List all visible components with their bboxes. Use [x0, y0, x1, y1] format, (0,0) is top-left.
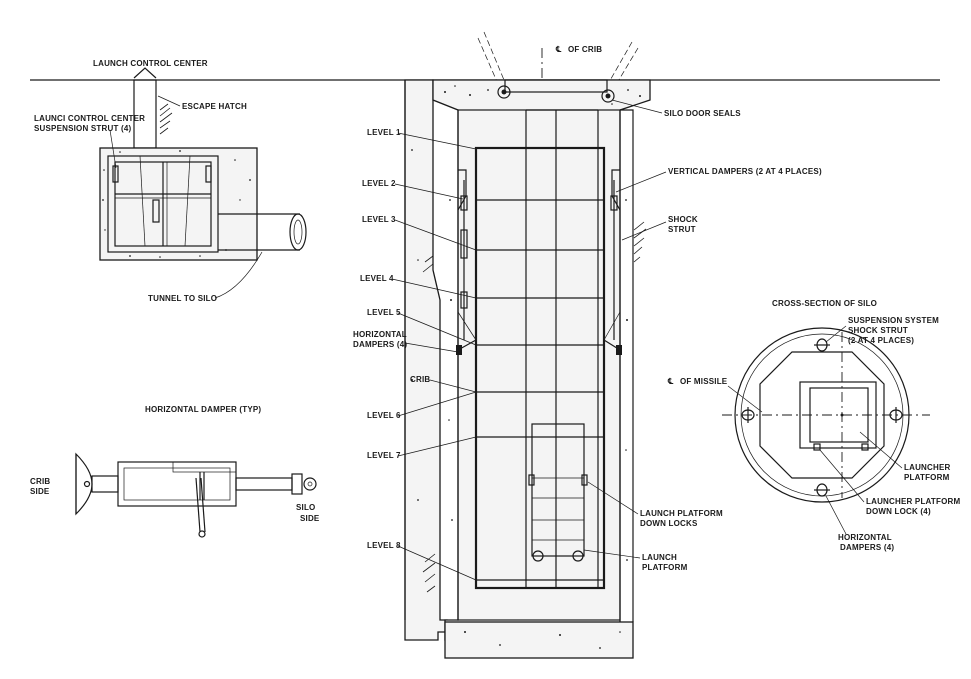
crib-frame: [474, 146, 606, 590]
escape-hatch-label: ESCAPE HATCH: [182, 102, 247, 111]
soil-hatching: [159, 103, 173, 135]
level-8-label: LEVEL 8: [367, 541, 401, 550]
launch-control-center-drawing: LAUNCH CONTROL CENTER: [34, 59, 307, 303]
silo-side-label-2: SIDE: [300, 514, 320, 523]
launch-platform-label-2: PLATFORM: [642, 563, 688, 572]
launcher-downlock-label-1: LAUNCHER PLATFORM: [866, 497, 960, 506]
centerline-crib-label: OF CRIB: [568, 45, 602, 54]
suspension-system-label-3: (2 AT 4 PLACES): [848, 336, 914, 345]
launch-control-center-title: LAUNCH CONTROL CENTER: [93, 59, 208, 68]
soil-hatching-right: [633, 221, 647, 263]
suspension-system-label-2: SHOCK STRUT: [848, 326, 908, 335]
launch-platform-label-1: LAUNCH: [642, 553, 677, 562]
level-4-label: LEVEL 4: [360, 274, 394, 283]
cross-section-struts: [741, 338, 903, 497]
suspension-strut-label-2: SUSPENSION STRUT (4): [34, 124, 131, 133]
launcher-platform-label-1: LAUNCHER: [904, 463, 951, 472]
shock-strut-label-1: SHOCK: [668, 215, 698, 224]
cross-horizontal-dampers-label-2: DAMPERS (4): [840, 543, 894, 552]
missile-centerline-symbol: ℄: [667, 377, 674, 386]
launcher-downlock-label-2: DOWN LOCK (4): [866, 507, 931, 516]
silo-side-label-1: SILO: [296, 503, 315, 512]
cross-section-title: CROSS-SECTION OF SILO: [772, 299, 877, 308]
vertical-dampers-label: VERTICAL DAMPERS (2 AT 4 PLACES): [668, 167, 822, 176]
suspension-system-label-1: SUSPENSION SYSTEM: [848, 316, 939, 325]
silo-section: ℄ OF CRIB: [353, 31, 822, 659]
crib-side-label-1: CRIB: [30, 477, 50, 486]
shock-strut-label-2: STRUT: [668, 225, 696, 234]
level-7-label: LEVEL 7: [367, 451, 401, 460]
silo-door-seals-label: SILO DOOR SEALS: [664, 109, 741, 118]
launch-platform-down-locks-label-2: DOWN LOCKS: [640, 519, 698, 528]
suspension-strut-label-1: LAUNCI CONTROL CENTER: [34, 114, 145, 123]
missile-centerline-label: OF MISSILE: [680, 377, 728, 386]
tunnel-to-silo-label: TUNNEL TO SILO: [148, 294, 217, 303]
level-3-label: LEVEL 3: [362, 215, 396, 224]
cross-horizontal-dampers-label-1: HORIZONTAL: [838, 533, 892, 542]
crib-label: CRIB: [410, 375, 430, 384]
crib-side-label-2: SIDE: [30, 487, 50, 496]
horizontal-dampers-label-2: DAMPERS (4): [353, 340, 407, 349]
concrete-speckle: [102, 150, 251, 258]
launch-platform-down-locks-label-1: LAUNCH PLATFORM: [640, 509, 723, 518]
horizontal-damper-detail: HORIZONTAL DAMPER (TYP) CRIB SIDE SILO S…: [30, 405, 320, 538]
launcher-platform-label-2: PLATFORM: [904, 473, 950, 482]
centerline-crib-symbol: ℄: [555, 45, 562, 54]
crib-levels: [476, 199, 604, 581]
soil-hatching-left: [422, 255, 436, 593]
level-6-label: LEVEL 6: [367, 411, 401, 420]
level-5-label: LEVEL 5: [367, 308, 401, 317]
horizontal-dampers-label-1: HORIZONTAL: [353, 330, 407, 339]
level-2-label: LEVEL 2: [362, 179, 396, 188]
level-1-label: LEVEL 1: [367, 128, 401, 137]
horizontal-damper-title: HORIZONTAL DAMPER (TYP): [145, 405, 261, 414]
silo-cross-section: CROSS-SECTION OF SILO SUSPENSION SYSTEM …: [667, 299, 960, 552]
silo-concrete-speckle: [411, 85, 641, 649]
